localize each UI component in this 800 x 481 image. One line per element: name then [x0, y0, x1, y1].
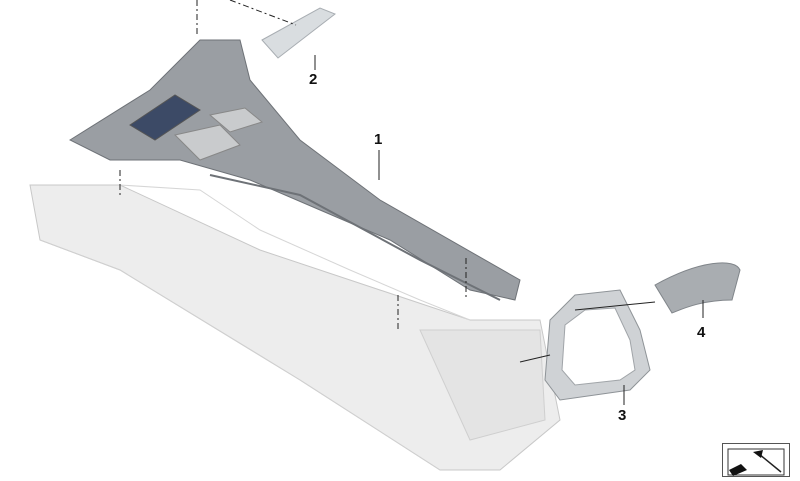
- callout-2: 2: [309, 71, 318, 88]
- console-base: [29, 184, 561, 471]
- part-3-frame: [544, 289, 651, 401]
- callout-1: 1: [374, 131, 383, 148]
- callout-4: 4: [697, 324, 706, 341]
- arrow-back-icon[interactable]: [722, 443, 790, 477]
- leader-lines: [119, 0, 704, 405]
- part-2-strip: [261, 7, 336, 59]
- callout-3: 3: [618, 407, 627, 424]
- part-4-cap: [654, 262, 741, 314]
- part-1-trim-panel: [68, 39, 521, 301]
